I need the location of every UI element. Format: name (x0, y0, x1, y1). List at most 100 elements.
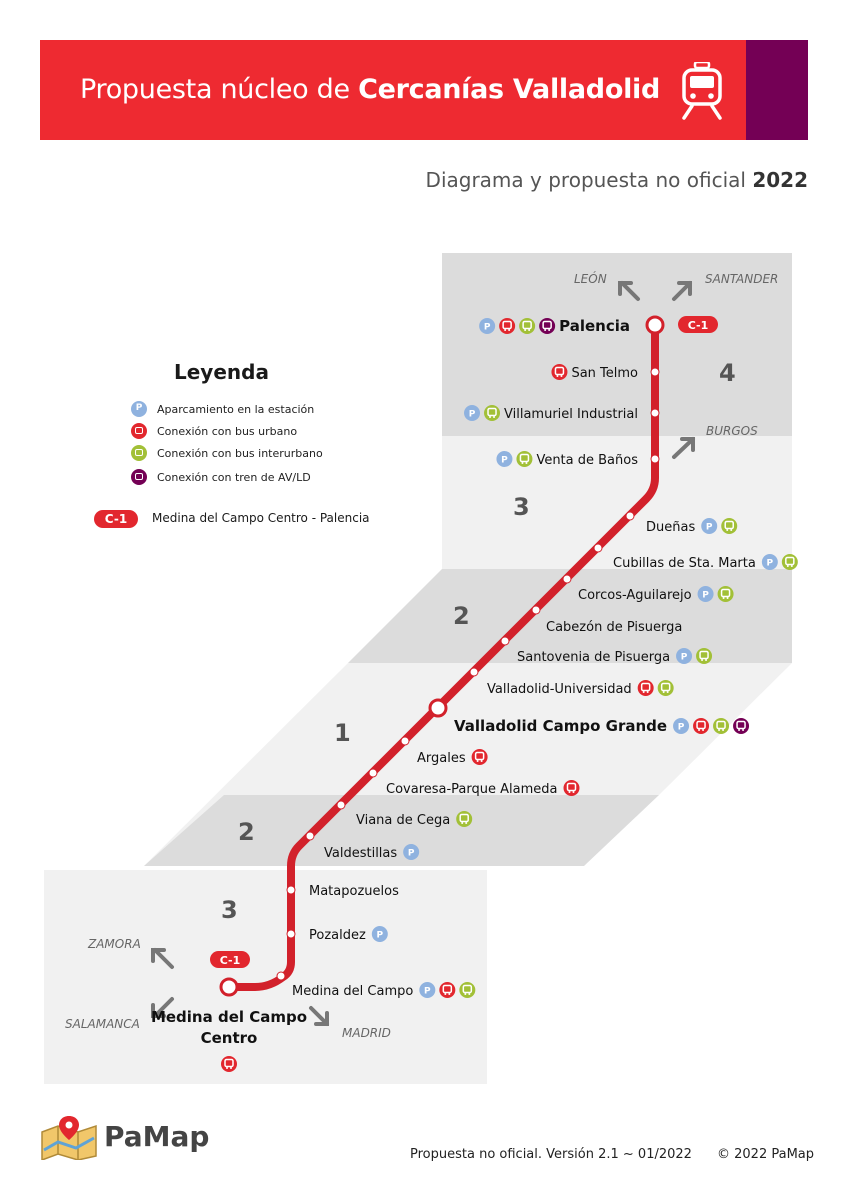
station-marker (286, 929, 296, 939)
station-label-group: San Telmo (551, 364, 638, 381)
svg-text:P: P (377, 931, 384, 941)
direction-madrid: MADRID (342, 1026, 391, 1040)
legend-line-badge: C-1 (94, 510, 138, 528)
arrow-icon (680, 437, 695, 452)
parking-icon: P (371, 926, 388, 942)
station (400, 736, 410, 746)
station (593, 543, 603, 553)
station (469, 667, 479, 677)
station (650, 367, 660, 377)
station-label-group: Cubillas de Sta. Marta P (613, 554, 798, 571)
station-marker (531, 605, 541, 615)
arrow-icon (309, 1006, 329, 1026)
interurban-bus-icon (516, 451, 533, 467)
parking-icon: P (676, 648, 693, 664)
interurban-bus-icon (459, 982, 476, 998)
interurban-bus-icon (721, 518, 738, 534)
direction-santander: SANTANDER (705, 272, 778, 286)
header-accent (746, 40, 808, 140)
station (531, 605, 541, 615)
footer-copyright: © 2022 PaMap (717, 1147, 815, 1162)
subtitle: Diagrama y propuesta no oficial 2022 (425, 168, 808, 192)
high-speed-train-icon (539, 318, 556, 334)
direction-leon: LEÓN (574, 271, 607, 286)
station-name: San Telmo (571, 366, 638, 381)
station-name: Covaresa-Parque Alameda (386, 782, 558, 797)
interurban-bus-icon (657, 680, 674, 696)
station-marker (645, 315, 665, 335)
station-name: Matapozuelos (309, 884, 399, 899)
station-marker (500, 636, 510, 646)
station-label-group: Matapozuelos (309, 884, 399, 899)
station-name: Argales (417, 751, 466, 766)
zone-bands (44, 253, 792, 1084)
station-name: Cabezón de Pisuerga (546, 620, 682, 635)
svg-text:C-1: C-1 (688, 319, 709, 332)
zone-label: 3 (221, 896, 238, 924)
svg-text:P: P (702, 591, 709, 601)
direction-burgos: BURGOS (706, 424, 758, 438)
legend-item: Aparcamiento en la estación (131, 400, 314, 418)
zone-label: 1 (334, 719, 351, 747)
svg-text:P: P (501, 456, 508, 466)
legend-line-label: Medina del Campo Centro - Palencia (152, 511, 370, 525)
zone-label: 2 (453, 602, 470, 630)
parking-icon: P (496, 451, 513, 467)
station-label-group: Argales (417, 749, 488, 766)
parking-icon (131, 401, 147, 417)
zone-2-band-south (144, 795, 659, 866)
urban-bus-icon (131, 423, 147, 439)
map-pin-logo-icon (41, 1116, 97, 1160)
station-marker (625, 511, 635, 521)
direction-zamora: ZAMORA (87, 937, 141, 951)
station-marker (428, 698, 448, 718)
station-name: Medina del Campo (292, 984, 413, 999)
station-name: Centro (201, 1029, 258, 1047)
station-marker (368, 768, 378, 778)
svg-text:P: P (469, 410, 476, 420)
zone-4-band (442, 253, 792, 436)
station-marker (286, 885, 296, 895)
zone-3-band-south (44, 870, 487, 1084)
station-name: Corcos-Aguilarejo (578, 588, 692, 603)
interurban-bus-icon (713, 718, 730, 734)
station-name: Cubillas de Sta. Marta (613, 556, 756, 571)
urban-bus-icon (563, 780, 580, 796)
direction-salamanca: SALAMANCA (65, 1017, 140, 1031)
station-label-group: Viana de Cega (356, 811, 473, 828)
interurban-bus-icon (696, 648, 713, 664)
interurban-bus-icon (519, 318, 536, 334)
svg-text:P: P (681, 653, 688, 663)
station-name: Viana de Cega (356, 813, 450, 828)
arrow-icon (151, 948, 166, 963)
zone-label: 3 (513, 493, 530, 521)
interurban-bus-icon (717, 586, 734, 602)
station (305, 831, 315, 841)
station (428, 698, 448, 718)
station (625, 511, 635, 521)
station-name: Villamuriel Industrial (504, 407, 638, 422)
svg-text:P: P (767, 559, 774, 569)
line-c1-track (225, 321, 659, 991)
zone-label: 2 (238, 818, 255, 846)
svg-text:P: P (424, 987, 431, 997)
zone-label: 4 (719, 359, 736, 387)
station-name: Valladolid Campo Grande (454, 717, 667, 735)
urban-bus-icon (551, 364, 568, 380)
train-icon (682, 62, 722, 120)
parking-icon: P (479, 318, 496, 334)
station (286, 929, 296, 939)
station-marker (400, 736, 410, 746)
interurban-bus-icon (456, 811, 473, 827)
arrow-icon (153, 948, 174, 969)
station (286, 885, 296, 895)
arrow-icon (672, 281, 692, 301)
legend-item: Conexión con tren de AV/LD (131, 468, 311, 486)
